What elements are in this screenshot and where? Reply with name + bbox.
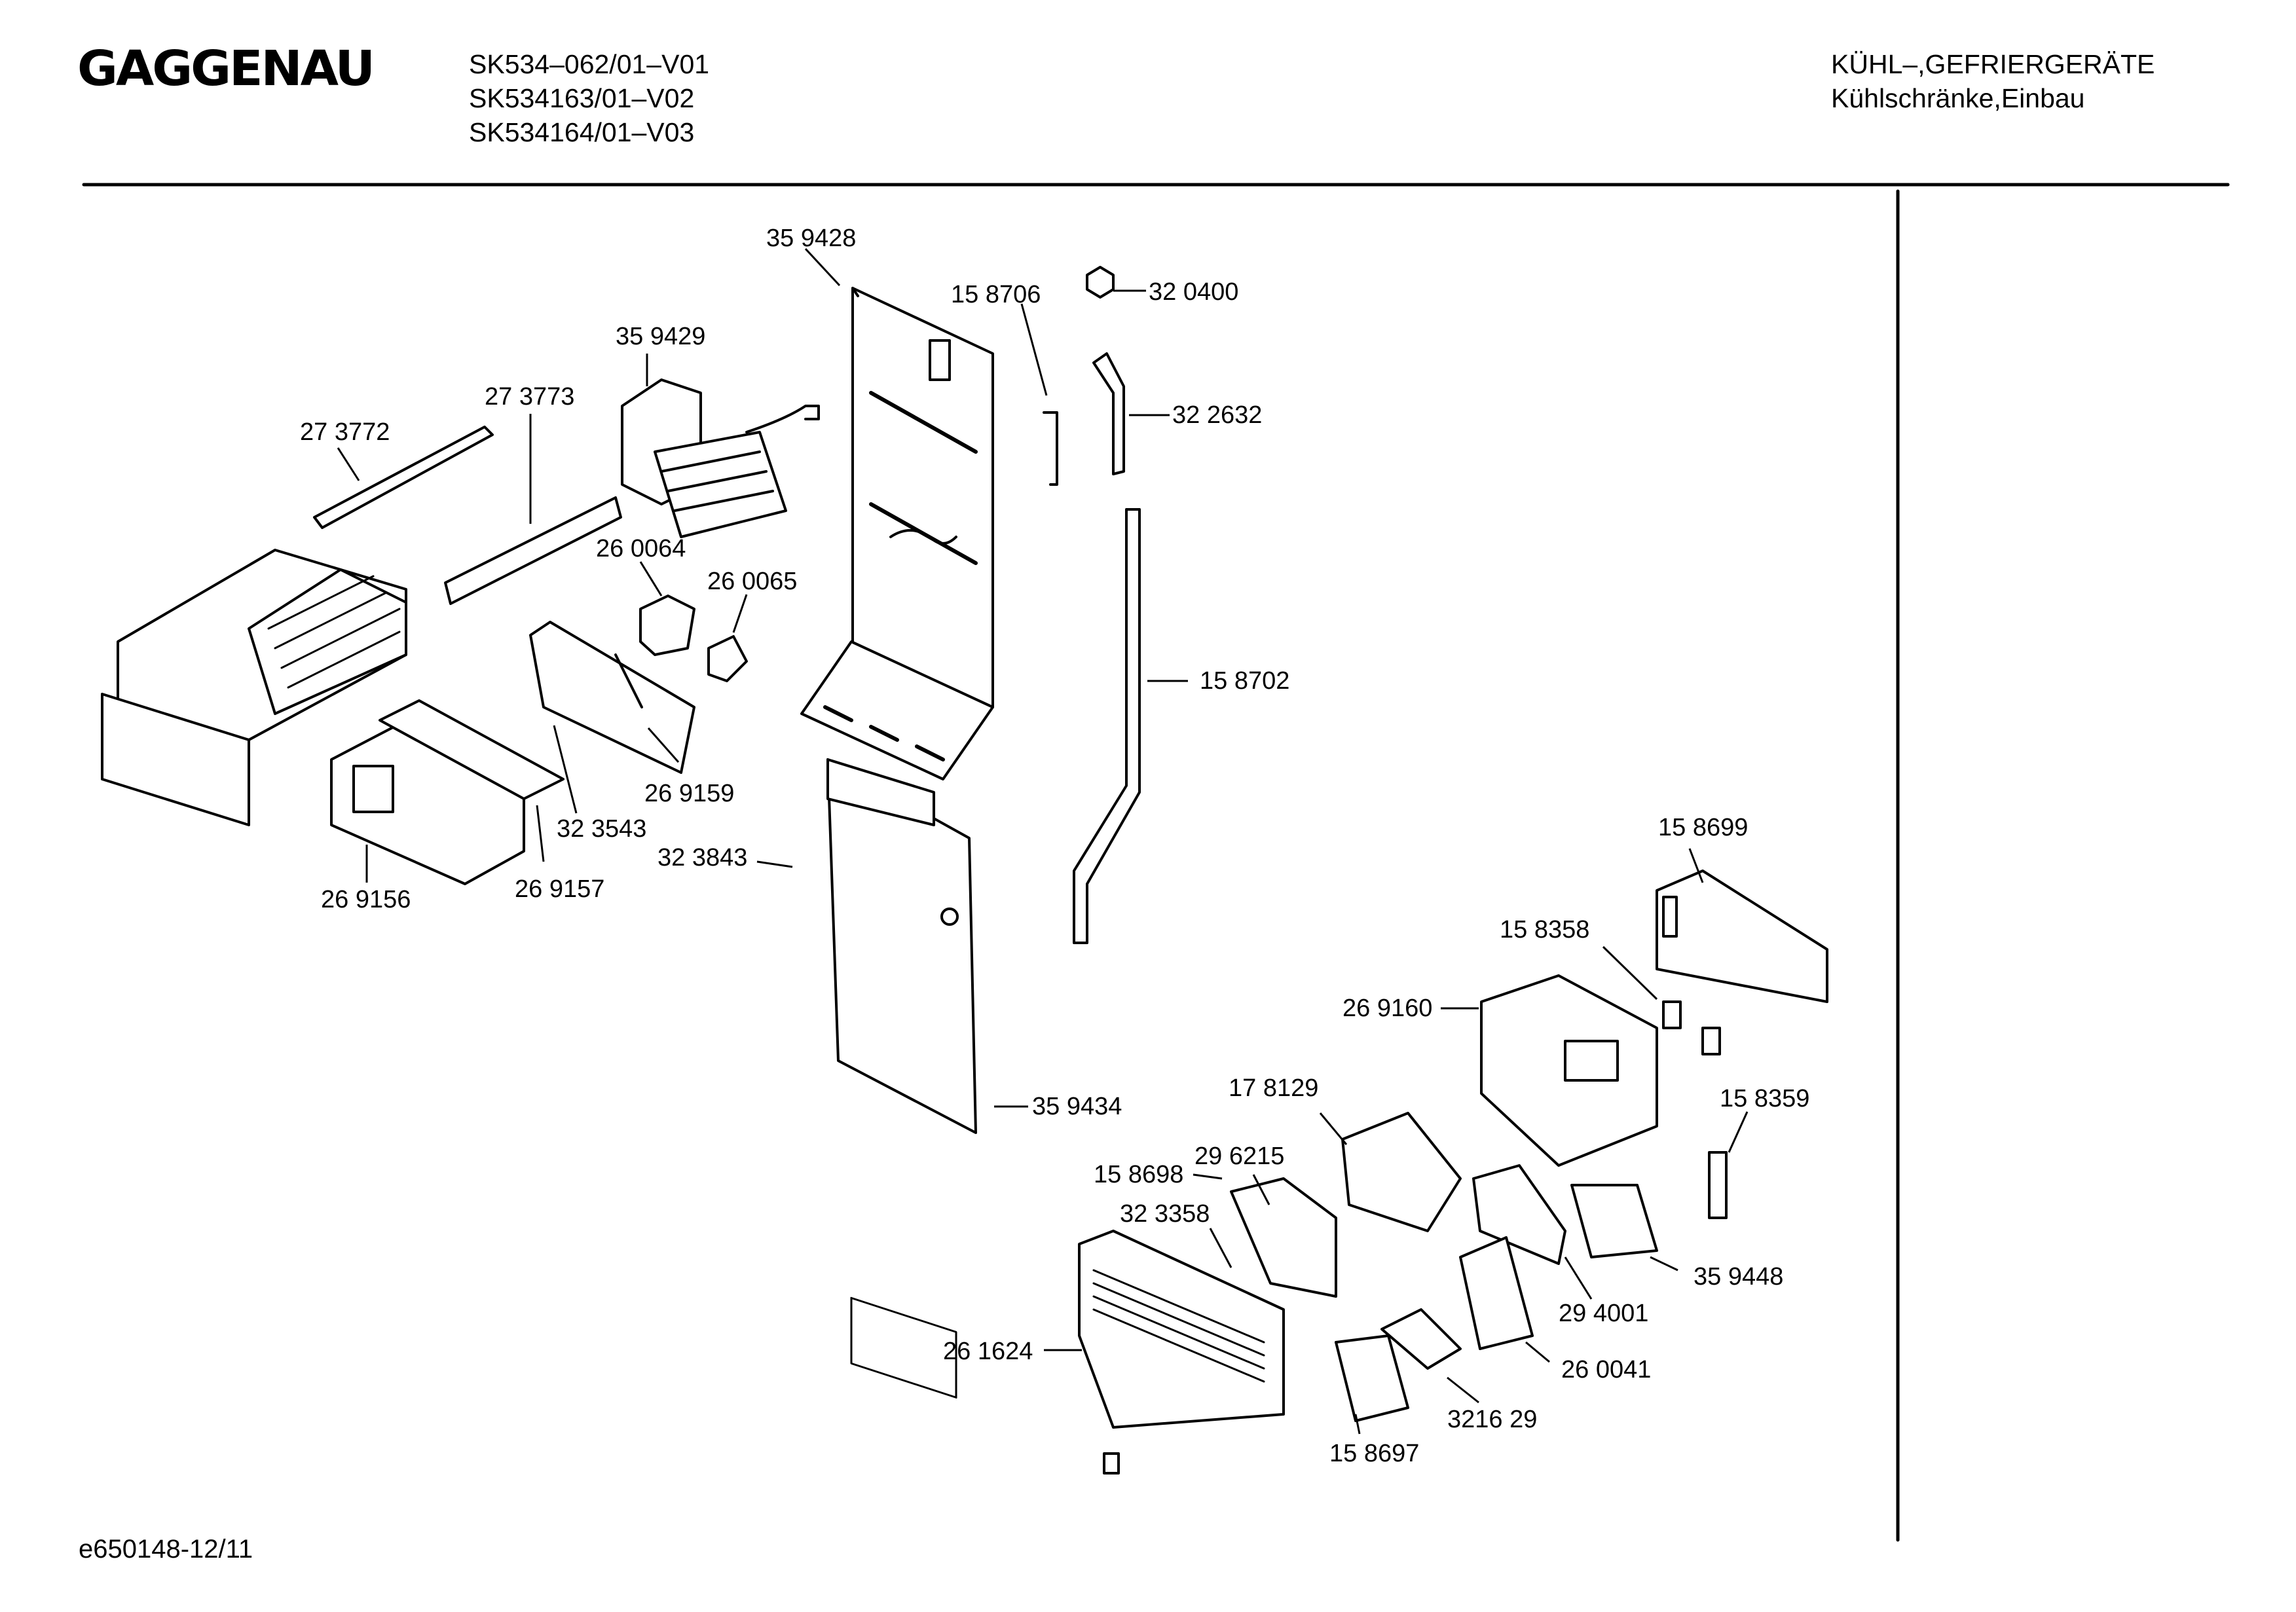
part-label: 17 8129 xyxy=(1229,1074,1318,1102)
model-list: SK534–062/01–V01 SK534163/01–V02 SK53416… xyxy=(469,47,709,149)
ice-bucket-part xyxy=(101,549,407,826)
part-label: 26 0041 xyxy=(1561,1356,1651,1383)
bracket-part xyxy=(1656,870,1828,1003)
part-label: 35 9434 xyxy=(1032,1093,1122,1120)
part-label: 15 8359 xyxy=(1720,1085,1809,1112)
part-label: 35 9428 xyxy=(766,225,856,252)
part-label: 26 9160 xyxy=(1342,995,1432,1022)
back-panel-part xyxy=(800,287,994,780)
part-label: 26 9156 xyxy=(321,886,411,913)
part-label: 27 3772 xyxy=(300,418,390,446)
document-id: e650148-12/11 xyxy=(79,1535,253,1564)
pin-part xyxy=(1662,1000,1728,1219)
switch-part xyxy=(639,595,748,682)
part-label: 3216 29 xyxy=(1447,1406,1537,1433)
model-number: SK534163/01–V02 xyxy=(469,83,695,113)
part-labels: 35 9428 15 8706 32 0400 35 9429 27 3773 … xyxy=(300,225,1809,1467)
model-number: SK534164/01–V03 xyxy=(469,117,695,147)
part-label: 32 3843 xyxy=(657,844,747,871)
category: KÜHL–,GEFRIERGERÄTE Kühlschränke,Einbau xyxy=(1831,47,2155,115)
part-label: 35 9429 xyxy=(616,323,705,350)
part-label: 15 8697 xyxy=(1329,1440,1419,1467)
part-label: 15 8698 xyxy=(1094,1161,1183,1188)
part-label: 15 8358 xyxy=(1500,916,1589,943)
leader-lines xyxy=(337,247,1749,1435)
part-label: 15 8706 xyxy=(951,281,1041,308)
ice-maker-part xyxy=(621,378,820,538)
part-label: 26 1624 xyxy=(943,1338,1033,1365)
part-label: 29 4001 xyxy=(1559,1300,1648,1327)
part-label: 32 3358 xyxy=(1120,1200,1210,1228)
housing-part xyxy=(1480,974,1658,1167)
part-label: 29 6215 xyxy=(1194,1143,1284,1170)
part-label: 15 8699 xyxy=(1658,814,1748,841)
dispenser-part xyxy=(1078,1112,1658,1475)
part-label: 26 0064 xyxy=(596,535,686,562)
rail-part xyxy=(313,426,622,605)
part-label: 26 0065 xyxy=(707,568,797,595)
part-label: 15 8702 xyxy=(1200,667,1289,695)
part-label: 32 0400 xyxy=(1149,278,1238,306)
lower-panel-part xyxy=(826,758,977,1399)
model-number: SK534–062/01–V01 xyxy=(469,49,710,79)
part-label: 26 9159 xyxy=(644,780,734,807)
part-label: 32 2632 xyxy=(1172,401,1262,429)
part-label: 26 9157 xyxy=(515,875,604,903)
part-label: 35 9448 xyxy=(1694,1263,1783,1291)
part-label: 32 3543 xyxy=(557,815,646,843)
cover-part xyxy=(330,621,695,885)
category-main: KÜHL–,GEFRIERGERÄTE xyxy=(1831,49,2155,79)
part-label: 27 3773 xyxy=(485,383,574,411)
category-sub: Kühlschränke,Einbau xyxy=(1831,83,2085,113)
seal-strip-part xyxy=(1043,266,1141,944)
brand-logo: GAGGENAU xyxy=(77,41,375,97)
